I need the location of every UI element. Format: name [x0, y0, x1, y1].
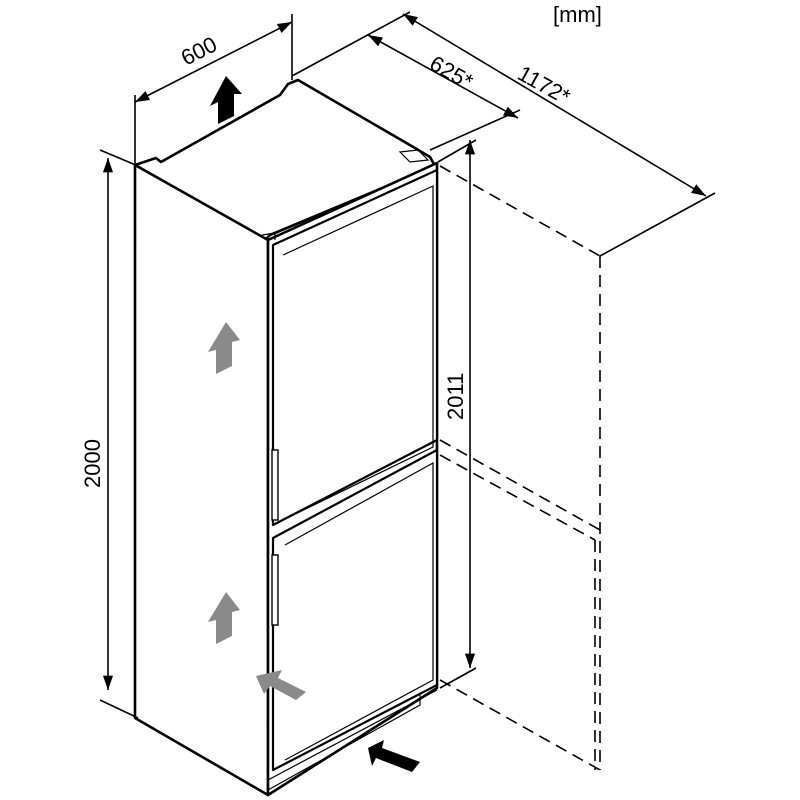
depth-door-label: 625* [426, 51, 478, 95]
dimension-lines [99, 11, 716, 719]
exhaust-arrow-icon [210, 76, 242, 124]
unit-label: [mm] [553, 2, 602, 27]
airflow-in-arrow-icon [256, 670, 306, 700]
fridge-body [133, 78, 439, 797]
top-face [133, 78, 437, 242]
upper-door [271, 168, 439, 527]
intake-arrow-icon [368, 740, 420, 772]
airflow-up-arrow-icon [208, 592, 240, 644]
depth-open-label: 1172* [514, 61, 575, 110]
height-body-label: 2000 [80, 439, 105, 488]
airflow-up-arrow-icon [208, 322, 240, 374]
upper-door-handle [271, 449, 279, 521]
open-door-outline [439, 165, 601, 771]
lower-door [271, 448, 439, 772]
height-total-label: 2011 [443, 373, 468, 420]
lower-door-handle [271, 554, 279, 626]
width-label: 600 [177, 32, 221, 71]
side-face [133, 163, 270, 797]
